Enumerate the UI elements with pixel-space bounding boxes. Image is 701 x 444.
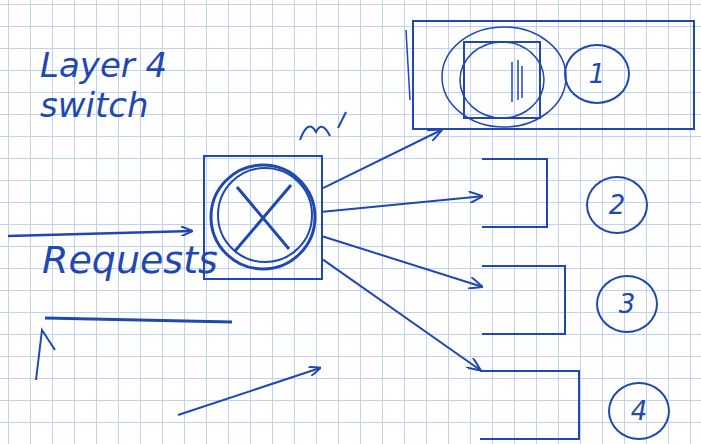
sketch-arrow xyxy=(178,368,320,415)
highlight-circle xyxy=(442,27,566,127)
server-box: 3 xyxy=(482,265,566,335)
arrow-connector xyxy=(323,196,482,211)
switch-circle xyxy=(218,168,312,262)
callout-number: 4 xyxy=(608,382,670,440)
arrow-connector xyxy=(323,130,441,188)
arrow-connector xyxy=(323,236,482,286)
server-box: 2 xyxy=(482,158,548,228)
server-box xyxy=(464,42,540,118)
callout-number: 2 xyxy=(586,176,648,234)
switch-title: Layer 4 switch xyxy=(40,45,190,125)
underline xyxy=(45,318,232,322)
highlight-circle xyxy=(460,42,544,118)
server-sketch xyxy=(414,22,693,128)
arrow-connector xyxy=(323,260,480,370)
callout-number: 1 xyxy=(564,44,630,104)
pointer-mark xyxy=(36,330,55,380)
switch-circle xyxy=(211,165,315,269)
vertical-stroke xyxy=(406,30,410,100)
switch-box: Layer 4 switch xyxy=(203,155,323,280)
input-label: Requests xyxy=(42,238,218,282)
scribble xyxy=(300,112,346,140)
cross-mark xyxy=(235,185,291,251)
switch-symbol xyxy=(205,157,321,278)
request-arrow xyxy=(8,231,192,236)
server-box: 4 xyxy=(480,370,580,440)
server-group: 1 xyxy=(412,20,695,130)
callout-number: 3 xyxy=(596,275,658,333)
hatch-mark xyxy=(512,60,522,102)
